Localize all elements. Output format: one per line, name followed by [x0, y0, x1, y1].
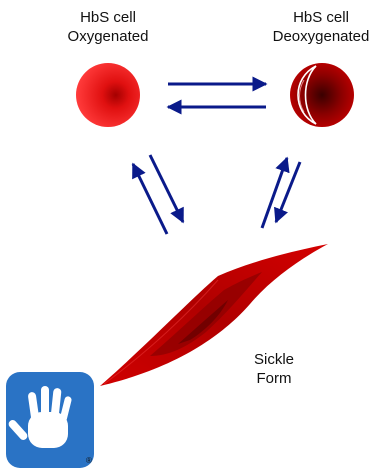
label-oxygenated-line2: Oxygenated — [58, 27, 158, 46]
label-sickle: Sickle Form — [244, 350, 304, 388]
label-oxygenated-line1: HbS cell — [58, 8, 158, 27]
oxygenated-cell — [76, 63, 140, 127]
deoxygenated-cell — [290, 63, 354, 127]
label-deoxygenated-line2: Deoxygenated — [268, 27, 374, 46]
label-deoxygenated: HbS cell Deoxygenated — [268, 8, 374, 46]
arrow-sickle-to-oxy — [133, 164, 167, 234]
arrow-sickle-to-deoxy — [262, 158, 287, 228]
registered-mark: ® — [84, 456, 94, 466]
label-sickle-line1: Sickle — [244, 350, 304, 369]
label-sickle-line2: Form — [244, 369, 304, 388]
label-oxygenated: HbS cell Oxygenated — [58, 8, 158, 46]
label-deoxygenated-line1: HbS cell — [268, 8, 374, 27]
logo-badge — [6, 372, 94, 468]
arrow-deoxy-to-sickle — [276, 162, 300, 222]
